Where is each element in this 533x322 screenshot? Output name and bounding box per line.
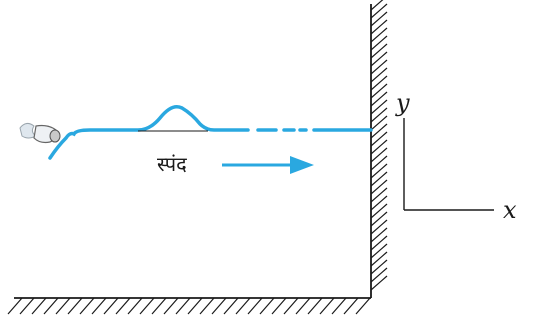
floor-hatch-line (187, 297, 203, 315)
wall-hatch-line (370, 211, 388, 227)
wall-hatch-line (370, 163, 388, 179)
wall-hatch-line (370, 0, 384, 11)
wall-hatch-line (370, 115, 388, 131)
floor-hatch-line (163, 297, 179, 315)
wall-hatch-line (370, 131, 388, 147)
wall-hatching (370, 0, 388, 291)
axis-x-label: x (503, 196, 517, 224)
floor-hatch-line (91, 297, 107, 315)
floor-hatch-line (343, 297, 359, 315)
wall-hatch-line (370, 251, 388, 267)
floor-hatch-line (67, 297, 83, 315)
wall-hatch-line (370, 179, 388, 195)
wall-hatch-line (370, 59, 388, 75)
wall-hatch-line (370, 11, 388, 27)
floor-hatch-line (175, 297, 191, 315)
floor-hatch-line (247, 297, 263, 315)
floor-hatch-line (331, 297, 347, 315)
wall-hatch-line (370, 35, 388, 51)
wall-hatch-line (370, 171, 388, 187)
wall-hatch-line (370, 107, 388, 123)
wall-hatch-line (370, 187, 388, 203)
string (48, 105, 373, 160)
floor-hatch-line (43, 297, 59, 315)
wall-hatch-line (370, 203, 388, 219)
floor-hatching (7, 297, 371, 315)
wall-hatch-line (370, 259, 388, 275)
wall-hatch-line (370, 99, 388, 115)
floor-hatch-line (319, 297, 335, 315)
floor-hatch-line (271, 297, 287, 315)
wall-hatch-line (370, 139, 388, 155)
floor-hatch-line (259, 297, 275, 315)
floor-hatch-line (307, 297, 323, 315)
axes (403, 118, 494, 211)
wall-hatch-line (370, 275, 388, 291)
wall-hatch-line (370, 27, 388, 43)
floor-hatch-line (223, 297, 239, 315)
floor-hatch-line (19, 297, 35, 315)
wall-hatch-line (370, 155, 388, 171)
hand-icon (19, 122, 61, 144)
wall-hatch-line (370, 123, 388, 139)
wall-hatch-line (370, 19, 388, 35)
floor-hatch-line (79, 297, 95, 315)
wall-hatch-line (370, 91, 388, 107)
wall-hatch-line (370, 243, 388, 259)
direction-arrow (222, 156, 314, 174)
floor-hatch-line (7, 297, 23, 315)
floor-hatch-line (211, 297, 227, 315)
pulse-label: स्पंद (157, 152, 187, 176)
wall-hatch-line (370, 43, 388, 59)
floor-hatch-line (127, 297, 143, 315)
wall-hatch-line (370, 227, 388, 243)
floor-hatch-line (31, 297, 47, 315)
floor-hatch-line (283, 297, 299, 315)
wall-hatch-line (370, 147, 388, 163)
wall-hatch-line (370, 235, 388, 251)
wall-hatch-line (370, 3, 388, 19)
floor-hatch-line (115, 297, 131, 315)
wall-hatch-line (370, 195, 388, 211)
floor-hatch-line (199, 297, 215, 315)
floor-hatch-line (103, 297, 119, 315)
wall-hatch-line (370, 67, 388, 83)
floor-hatch-line (55, 297, 71, 315)
floor-hatch-line (235, 297, 251, 315)
wall-hatch-line (370, 51, 388, 67)
axis-y-label: y (395, 89, 410, 117)
wall-hatch-line (370, 219, 388, 235)
floor-hatch-line (151, 297, 167, 315)
wall-hatch-line (370, 75, 388, 91)
wall-hatch-line (370, 267, 388, 283)
floor-hatch-line (139, 297, 155, 315)
floor-hatch-line (355, 297, 371, 315)
floor-hatch-line (295, 297, 311, 315)
wall-hatch-line (370, 83, 388, 99)
